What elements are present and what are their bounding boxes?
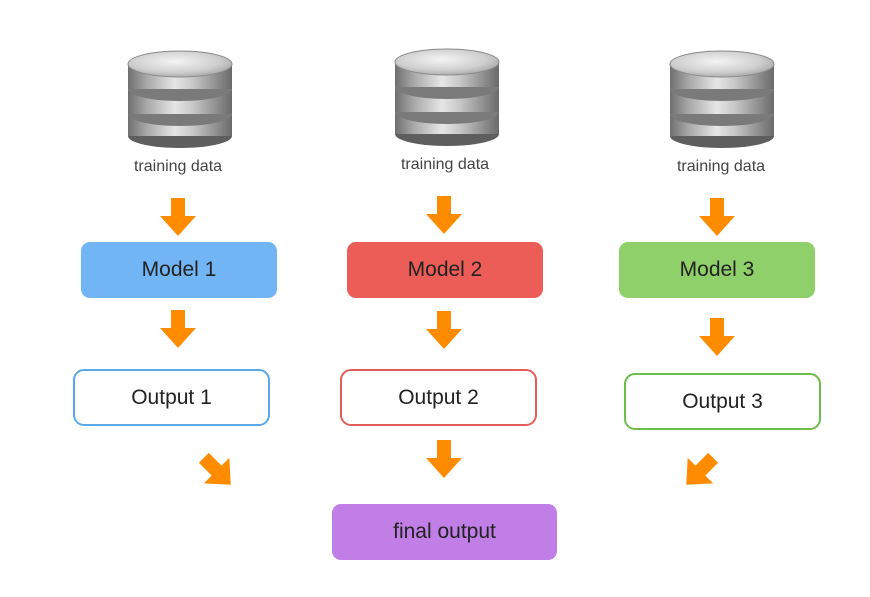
output-1-label: Output 1 (131, 385, 212, 409)
arrow-icon (160, 310, 196, 348)
model-2-label: Model 2 (407, 258, 483, 281)
output-3-label: Output 3 (682, 389, 763, 413)
arrow-icon (426, 311, 462, 349)
output-3-box: Output 3 (624, 373, 821, 430)
model-1-label: Model 1 (141, 258, 217, 281)
model-3-box: Model 3 (619, 242, 815, 298)
arrow-icon (160, 198, 196, 236)
arrow-icon (426, 196, 462, 234)
training-data-label: training data (676, 158, 766, 175)
database-icon (669, 50, 775, 148)
training-data-label: training data (400, 156, 490, 173)
model-2-box: Model 2 (347, 242, 543, 298)
arrow-icon (699, 318, 735, 356)
arrow-icon (699, 198, 735, 236)
output-1-box: Output 1 (73, 369, 270, 426)
model-1-box: Model 1 (81, 242, 277, 298)
database-icon (394, 48, 500, 146)
arrow-icon (686, 452, 719, 485)
output-2-box: Output 2 (340, 369, 537, 426)
training-data-label: training data (133, 158, 223, 175)
arrow-icon (198, 452, 231, 485)
arrow-icon (426, 440, 462, 478)
output-2-label: Output 2 (398, 385, 479, 409)
database-icon (127, 50, 233, 148)
model-3-label: Model 3 (679, 258, 755, 281)
final-output-label: final output (393, 520, 496, 543)
final-output-box: final output (332, 504, 557, 560)
